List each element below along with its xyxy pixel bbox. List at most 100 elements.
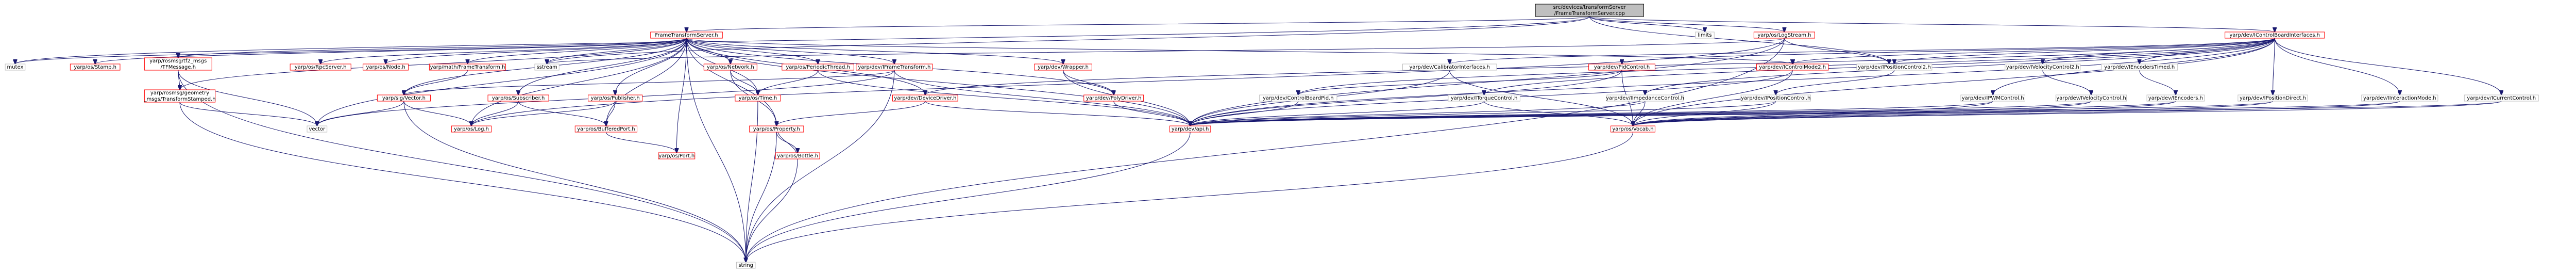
node-tfmsg[interactable]: yarp/rosmsg/tf2_msgs/TFMessage.h bbox=[144, 57, 212, 71]
node-node[interactable]: yarp/os/Node.h bbox=[363, 63, 409, 71]
edge-devicedriver-to-api bbox=[925, 101, 1190, 126]
edge-iframetransform-to-api bbox=[894, 70, 1190, 126]
edge-root-to-logstream bbox=[1589, 16, 1784, 32]
node-sstream-label-0: sstream bbox=[536, 65, 557, 70]
edge-periodic-to-time bbox=[758, 70, 819, 95]
node-frametransform[interactable]: yarp/math/FrameTransform.h bbox=[429, 63, 506, 71]
node-ivc2: yarp/dev/IVelocityControl2.h bbox=[2005, 63, 2081, 71]
node-publisher-box bbox=[588, 94, 643, 102]
node-devicedriver[interactable]: yarp/dev/DeviceDriver.h bbox=[892, 94, 958, 102]
node-ipc2-label-0: yarp/dev/IPositionControl2.h bbox=[1858, 65, 1931, 70]
node-network-box bbox=[703, 63, 757, 71]
node-ipos-label-0: yarp/dev/IPositionControl.h bbox=[1741, 95, 1810, 101]
node-ivc2-label-0: yarp/dev/IVelocityControl2.h bbox=[2006, 65, 2079, 70]
node-publisher[interactable]: yarp/os/Publisher.h bbox=[588, 94, 643, 102]
node-itorque-label-0: yarp/dev/ITorqueControl.h bbox=[1451, 95, 1518, 101]
node-string: string bbox=[736, 262, 756, 269]
node-rosvector-box bbox=[377, 94, 431, 102]
edge-fts-to-log bbox=[471, 38, 687, 126]
node-bufport[interactable]: yarp/os/BufferedPort.h bbox=[574, 125, 637, 133]
node-wrapper-box bbox=[1034, 63, 1092, 71]
node-bottle[interactable]: yarp/os/Bottle.h bbox=[775, 152, 820, 159]
node-log[interactable]: yarp/os/Log.h bbox=[451, 125, 492, 133]
edge-logstream-to-cstdlib bbox=[1784, 38, 1889, 64]
node-iframetransform[interactable]: yarp/dev/IFrameTransform.h bbox=[856, 63, 933, 71]
edge-ivc2-to-ivel bbox=[2042, 70, 2091, 95]
edge-fts-to-rpcserver bbox=[320, 38, 687, 64]
node-ipos-box bbox=[1740, 94, 1811, 102]
edge-bottle-to-string bbox=[746, 158, 798, 262]
node-iimp-box bbox=[1606, 94, 1684, 102]
node-port-box bbox=[658, 152, 696, 159]
node-rosvector[interactable]: yarp/sig/Vector.h bbox=[377, 94, 431, 102]
node-vocab[interactable]: yarp/os/Vocab.h bbox=[1611, 125, 1655, 133]
node-logstream[interactable]: yarp/os/LogStream.h bbox=[1753, 31, 1815, 39]
edge-cbpid-to-api bbox=[1190, 101, 1299, 126]
node-root-label-1: /FrameTransformServer.cpp bbox=[1554, 11, 1625, 17]
edge-rosvector-to-vector bbox=[317, 101, 404, 126]
edge-tfmsg-to-vector bbox=[178, 70, 317, 126]
node-stamp[interactable]: yarp/os/Stamp.h bbox=[70, 63, 121, 71]
node-time[interactable]: yarp/os/Time.h bbox=[735, 94, 781, 102]
node-sstream-box bbox=[534, 63, 560, 71]
node-rosvector-label-0: yarp/sig/Vector.h bbox=[382, 95, 426, 101]
node-wrapper[interactable]: yarp/dev/Wrapper.h bbox=[1034, 63, 1092, 71]
node-rpcserver[interactable]: yarp/os/RpcServer.h bbox=[290, 63, 351, 71]
node-api[interactable]: yarp/dev/api.h bbox=[1169, 125, 1211, 133]
node-wrapper-label-0: yarp/dev/Wrapper.h bbox=[1038, 65, 1089, 70]
edge-tfstamped-to-string bbox=[179, 102, 746, 262]
edge-root-to-mutex bbox=[15, 16, 1590, 64]
edge-iposdirect-to-vocab bbox=[1633, 101, 2273, 126]
node-icm-label-0: yarp/dev/IControlMode2.h bbox=[1759, 65, 1826, 70]
node-calib: yarp/dev/CalibratorInterfaces.h bbox=[1402, 63, 1497, 71]
edge-icm-to-vocab bbox=[1633, 70, 1793, 126]
node-iposdirect: yarp/dev/IPositionDirect.h bbox=[2238, 94, 2308, 102]
node-fts[interactable]: FrameTransformServer.h bbox=[650, 31, 723, 39]
edge-ietimed-to-ienc bbox=[2139, 70, 2176, 95]
edge-pid-to-api bbox=[1190, 70, 1622, 126]
edge-tfstamped-to-vector bbox=[179, 102, 317, 126]
node-periodic[interactable]: yarp/os/PeriodicThread.h bbox=[782, 63, 854, 71]
node-iinter-label-0: yarp/dev/IInteractionMode.h bbox=[2363, 95, 2436, 101]
node-polydriver-label-0: yarp/dev/PolyDriver.h bbox=[1086, 95, 1142, 101]
edge-iinter-to-api bbox=[1190, 101, 2400, 126]
edge-fts-to-iframetransform bbox=[686, 38, 894, 64]
node-ipwm-box bbox=[1960, 94, 2025, 102]
edge-iframetransform-to-rosvector bbox=[404, 70, 895, 95]
node-fts-label-0: FrameTransformServer.h bbox=[655, 33, 718, 38]
node-tfmsg-label-0: yarp/rosmsg/tf2_msgs bbox=[149, 58, 207, 64]
node-property[interactable]: yarp/os/Property.h bbox=[749, 125, 804, 133]
edge-ipos-to-api bbox=[1190, 101, 1776, 126]
node-ivel-label-0: yarp/dev/IVelocityControl.h bbox=[2056, 95, 2126, 101]
node-network[interactable]: yarp/os/Network.h bbox=[703, 63, 757, 71]
node-icm[interactable]: yarp/dev/IControlMode2.h bbox=[1756, 63, 1829, 71]
node-port[interactable]: yarp/os/Port.h bbox=[658, 152, 696, 159]
edge-fts-to-sstream bbox=[547, 38, 687, 64]
node-iframetransform-label-0: yarp/dev/IFrameTransform.h bbox=[858, 65, 930, 70]
edge-logstream-to-log bbox=[471, 38, 1785, 126]
edge-cbi-to-pid bbox=[1622, 38, 2275, 64]
edge-icurrent-to-api bbox=[1190, 101, 2502, 126]
node-pid[interactable]: yarp/dev/PidControl.h bbox=[1588, 63, 1655, 71]
node-subscriber[interactable]: yarp/os/Subscriber.h bbox=[487, 94, 549, 102]
node-itorque-box bbox=[1448, 94, 1520, 102]
node-limits-box bbox=[1695, 31, 1715, 39]
edge-rosvector-to-string bbox=[403, 101, 746, 262]
node-string-label-0: string bbox=[738, 263, 753, 268]
node-fts-box bbox=[650, 31, 723, 39]
node-periodic-label-0: yarp/os/PeriodicThread.h bbox=[786, 65, 850, 70]
node-devicedriver-box bbox=[892, 94, 958, 102]
edge-frametransform-to-rosvector bbox=[404, 70, 468, 95]
edge-fts-to-stamp bbox=[95, 38, 687, 64]
node-time-label-0: yarp/os/Time.h bbox=[739, 95, 777, 101]
node-cbpid-label-0: yarp/dev/ControlBoardPid.h bbox=[1263, 95, 1334, 101]
node-tfstamped[interactable]: yarp/rosmsg/geometry_msgs/TransformStamp… bbox=[143, 89, 216, 103]
node-polydriver[interactable]: yarp/dev/PolyDriver.h bbox=[1083, 94, 1144, 102]
node-devicedriver-label-0: yarp/dev/DeviceDriver.h bbox=[894, 95, 956, 101]
node-cbi[interactable]: yarp/dev/IControlBoardInterfaces.h bbox=[2225, 31, 2325, 39]
node-limits-label-0: limits bbox=[1698, 33, 1711, 38]
edge-icurrent-to-vocab bbox=[1633, 101, 2502, 126]
edge-polydriver-to-api bbox=[1113, 101, 1190, 126]
edge-tfmsg-to-string bbox=[178, 70, 746, 262]
node-node-label-0: yarp/os/Node.h bbox=[366, 65, 405, 70]
